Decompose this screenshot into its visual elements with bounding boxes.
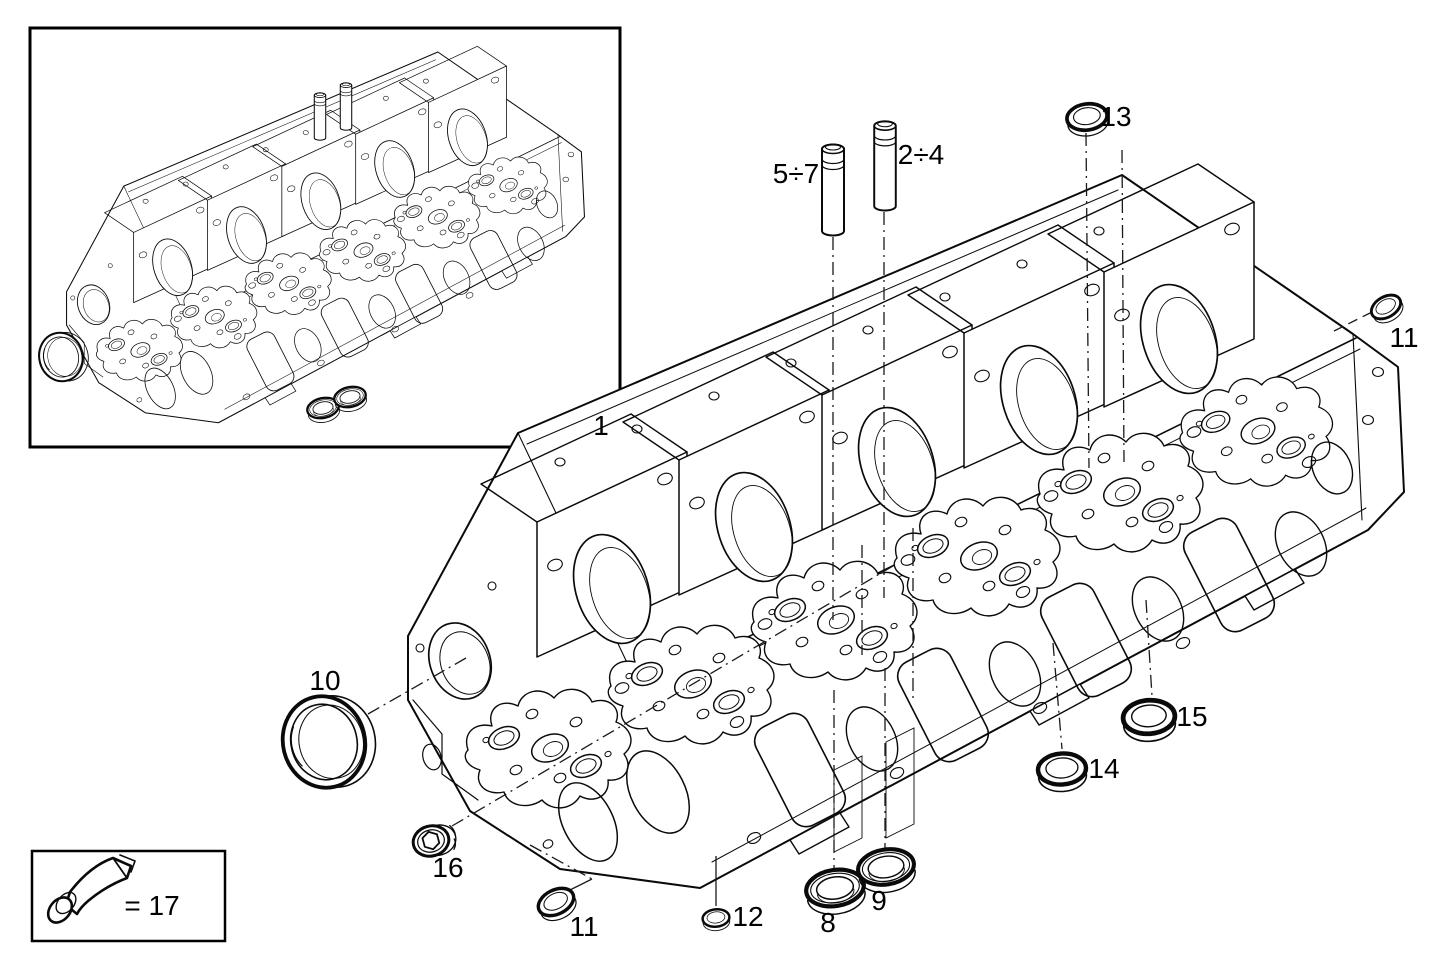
callout-16[interactable]: 16: [432, 852, 464, 883]
leader-plug-11-front: [529, 844, 593, 880]
leader-sleeve-10: [367, 657, 467, 715]
leader-threaded-plug-16: [451, 565, 894, 827]
inset-valve-guide-icon: [313, 92, 327, 141]
sleeve-10: [271, 683, 387, 801]
callout-12[interactable]: 12: [732, 901, 764, 932]
callout-13[interactable]: 13: [1100, 101, 1132, 132]
valve-guide-2-4: [873, 119, 897, 212]
callout-11-front[interactable]: 11: [569, 911, 599, 942]
leader-plug-15: [1145, 599, 1153, 697]
inset-valve-guide-icon: [339, 82, 353, 131]
valve-guide-5-7: [821, 143, 845, 237]
callout-5-7[interactable]: 5÷7: [772, 158, 820, 189]
cup-plug-12: [700, 906, 732, 934]
cup-plug-15: [1122, 698, 1177, 743]
leader-plug-11-right: [1333, 312, 1371, 332]
callout-10[interactable]: 10: [309, 665, 341, 696]
leader-lines-solid: [569, 312, 1371, 906]
sealant-tube-icon: [46, 854, 136, 924]
callout-9[interactable]: 9: [871, 885, 887, 916]
callout-11-right[interactable]: 11: [1389, 322, 1419, 353]
callout-17[interactable]: = 17: [124, 890, 180, 921]
sealant-box-border: [30, 849, 227, 943]
sealant-box: [30, 849, 227, 943]
callout-15[interactable]: 15: [1176, 701, 1208, 732]
callout-14[interactable]: 14: [1088, 753, 1120, 784]
inset-assembly-box: [28, 26, 622, 449]
leader-plug-13: [1085, 132, 1090, 469]
callout-1[interactable]: 1: [593, 410, 609, 441]
leader-plug-14: [1052, 642, 1063, 750]
cup-plug-14: [1037, 752, 1088, 793]
callout-8[interactable]: 8: [820, 907, 836, 938]
callout-2-4[interactable]: 2÷4: [897, 139, 945, 170]
leader-lines: [367, 132, 1153, 880]
